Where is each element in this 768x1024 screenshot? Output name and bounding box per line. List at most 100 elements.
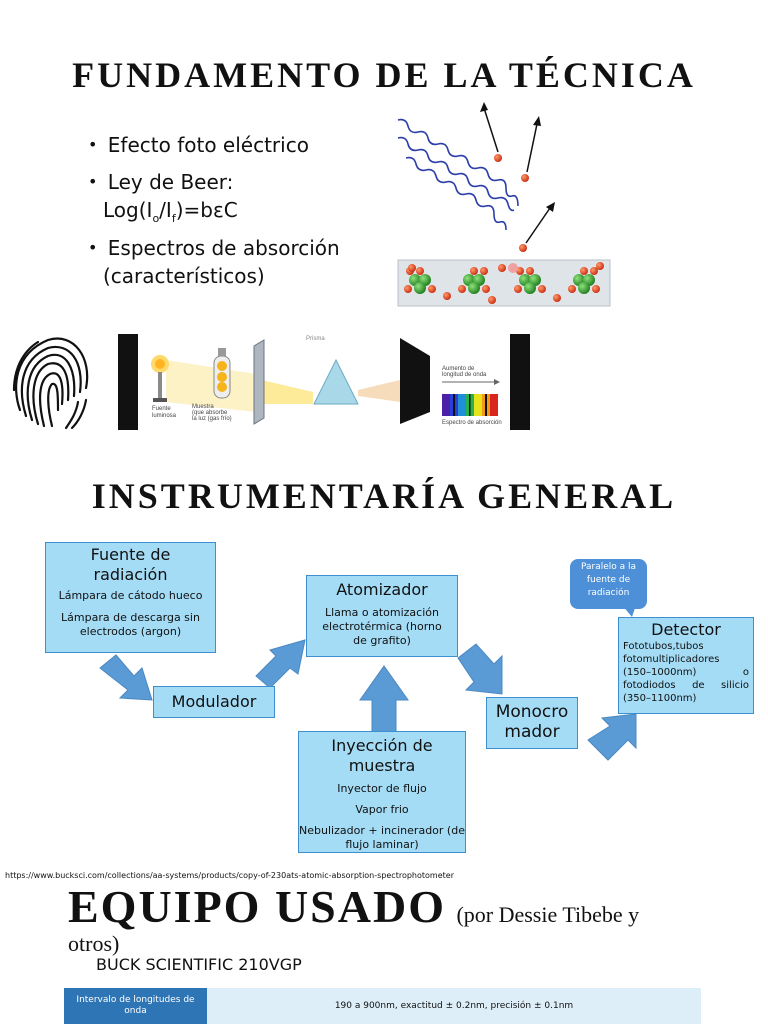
formula-part: Log(I xyxy=(103,198,153,222)
bullet-item: • Ley de Beer: xyxy=(88,169,233,197)
formula-sub: o xyxy=(152,212,160,225)
table-row: Intervalo de longitudes de onda 190 a 90… xyxy=(64,988,701,1024)
bullet-text: Efecto foto eléctrico xyxy=(107,133,309,157)
box-fuente-radiacion: Fuente de radiación Lámpara de cátodo hu… xyxy=(45,542,216,653)
prism-label: Prisma xyxy=(306,336,325,342)
detector-line: Fototubos,tubos xyxy=(623,641,704,652)
absorption-spectrum-strip xyxy=(442,394,498,416)
sample-label-line: (que absorbe xyxy=(192,410,228,416)
source-label-line: Fuente xyxy=(152,406,171,412)
box-detector: Detector Fototubos,tubos fotomultiplicad… xyxy=(618,617,754,714)
flow-arrows xyxy=(99,639,637,761)
detector-line: fotodiodos de silicio xyxy=(623,680,749,691)
section3-title: EQUIPO USADO xyxy=(68,881,446,932)
incident-light-waves-icon xyxy=(397,118,519,231)
fuente-item: Lámpara de cátodo hueco xyxy=(58,589,203,602)
slit-plate xyxy=(253,339,265,425)
bullet-text: Ley de Beer: xyxy=(107,170,234,194)
bullet-item: • Espectros de absorción xyxy=(88,235,340,263)
light-source-icon xyxy=(151,355,169,402)
section1-title: FUNDAMENTO DE LA TÉCNICA xyxy=(72,55,696,95)
box-inyeccion-muestra: Inyección de muestra Inyector de flujo V… xyxy=(298,731,466,853)
arrow-icon xyxy=(99,654,153,701)
beer-formula: Log(Io/If)=bεC xyxy=(103,197,238,232)
spectrum-label: Espectro de absorción xyxy=(442,420,502,426)
callout-line: Paralelo a la xyxy=(580,562,637,572)
left-black-bar xyxy=(118,334,138,430)
atomizador-item: electrotérmica (horno xyxy=(322,620,442,633)
arrow-icon xyxy=(587,713,637,761)
sample-label-line: Muestra xyxy=(192,404,214,410)
callout-line: radiación xyxy=(587,588,630,598)
sample-label-line: la luz (gas frío) xyxy=(192,416,232,422)
detector-line: (150–1000nm) o xyxy=(623,666,749,679)
bullet-symbol: • xyxy=(88,238,98,257)
source-url: https://www.bucksci.com/collections/aa-s… xyxy=(5,871,454,880)
box-atomizador: Atomizador Llama o atomización electroté… xyxy=(306,575,458,657)
model-name: BUCK SCIENTIFIC 210VGP xyxy=(96,955,302,974)
photoelectric-illustration xyxy=(397,102,611,307)
atomizador-item: Llama o atomización xyxy=(325,606,439,619)
fuente-title: Fuente de xyxy=(90,545,171,564)
bullet-text: Espectros de absorción xyxy=(107,236,340,260)
detector-title: Detector xyxy=(651,620,721,639)
box-monocromador: Monocro mador xyxy=(486,697,578,749)
screen-plate xyxy=(400,338,430,424)
fuente-item: electrodos (argon) xyxy=(79,625,182,638)
fuente-item: Lámpara de descarga sin xyxy=(61,611,200,624)
sample-tube-icon xyxy=(213,348,231,399)
table-label: Intervalo de longitudes de xyxy=(76,995,195,1005)
detector-line: fotomultiplicadores xyxy=(623,654,720,665)
prism-icon xyxy=(313,358,359,405)
wavelength-label-line: longitud de onda xyxy=(442,372,487,378)
modulador-label: Modulador xyxy=(171,692,257,711)
detector-body: Fototubos,tubos fotomultiplicadores (150… xyxy=(619,640,753,705)
inyeccion-item: Vapor frio xyxy=(355,803,409,816)
inyeccion-item: flujo laminar) xyxy=(345,838,419,851)
bullet-symbol: • xyxy=(88,135,98,154)
inyeccion-item: Inyector de flujo xyxy=(337,782,427,795)
atomizador-title: Atomizador xyxy=(336,580,428,599)
arrow-icon xyxy=(255,639,306,689)
callout-pointer xyxy=(622,605,636,617)
formula-part: )=bεC xyxy=(175,198,238,222)
atom-clusters xyxy=(404,262,604,304)
section2-title: INSTRUMENTARÍA GENERAL xyxy=(91,476,677,516)
inyeccion-title: muestra xyxy=(348,756,416,775)
fuente-title: radiación xyxy=(93,565,168,584)
section3-author: (por Dessie Tibebe y xyxy=(456,902,640,927)
table-label-cell: Intervalo de longitudes de onda xyxy=(64,988,207,1024)
callout-paralelo: Paralelo a la fuente de radiación xyxy=(570,559,647,609)
arrow-icon xyxy=(457,643,503,695)
fingerprint-icon xyxy=(12,337,89,430)
box-modulador: Modulador xyxy=(153,686,275,718)
atomizador-item: de grafito) xyxy=(353,634,411,647)
formula-part: /I xyxy=(159,198,172,222)
bullet-symbol: • xyxy=(88,172,98,191)
callout-line: fuente de xyxy=(586,575,631,585)
ejected-electrons-icon xyxy=(480,102,555,273)
right-black-bar xyxy=(510,334,530,430)
inyeccion-item: Nebulizador + incinerador (de xyxy=(299,824,465,837)
detector-line: (350–1100nm) xyxy=(623,693,697,704)
table-value-cell: 190 a 900nm, exactitud ± 0.2nm, precisió… xyxy=(207,988,701,1024)
source-label-line: luminosa xyxy=(152,413,177,419)
section3-title-line: EQUIPO USADO (por Dessie Tibebe y xyxy=(68,880,639,934)
section3-author-cont: otros) xyxy=(68,931,120,956)
arrow-icon xyxy=(359,665,409,733)
bullet-text: (característicos) xyxy=(103,264,265,288)
monocromador-label: mador xyxy=(504,722,560,742)
formula-sub: f xyxy=(171,212,176,225)
spec-table: Intervalo de longitudes de onda 190 a 90… xyxy=(64,988,701,1024)
detector-text: o xyxy=(742,667,749,678)
monocromador-label: Monocro xyxy=(495,702,569,722)
detector-text: (150–1000nm) xyxy=(623,667,697,678)
light-beam xyxy=(166,360,256,412)
table-label: onda xyxy=(124,1006,147,1016)
bullet-item: • Efecto foto eléctrico xyxy=(88,132,309,160)
bullet-list: • Efecto foto eléctrico • Ley de Beer: L… xyxy=(88,132,388,302)
